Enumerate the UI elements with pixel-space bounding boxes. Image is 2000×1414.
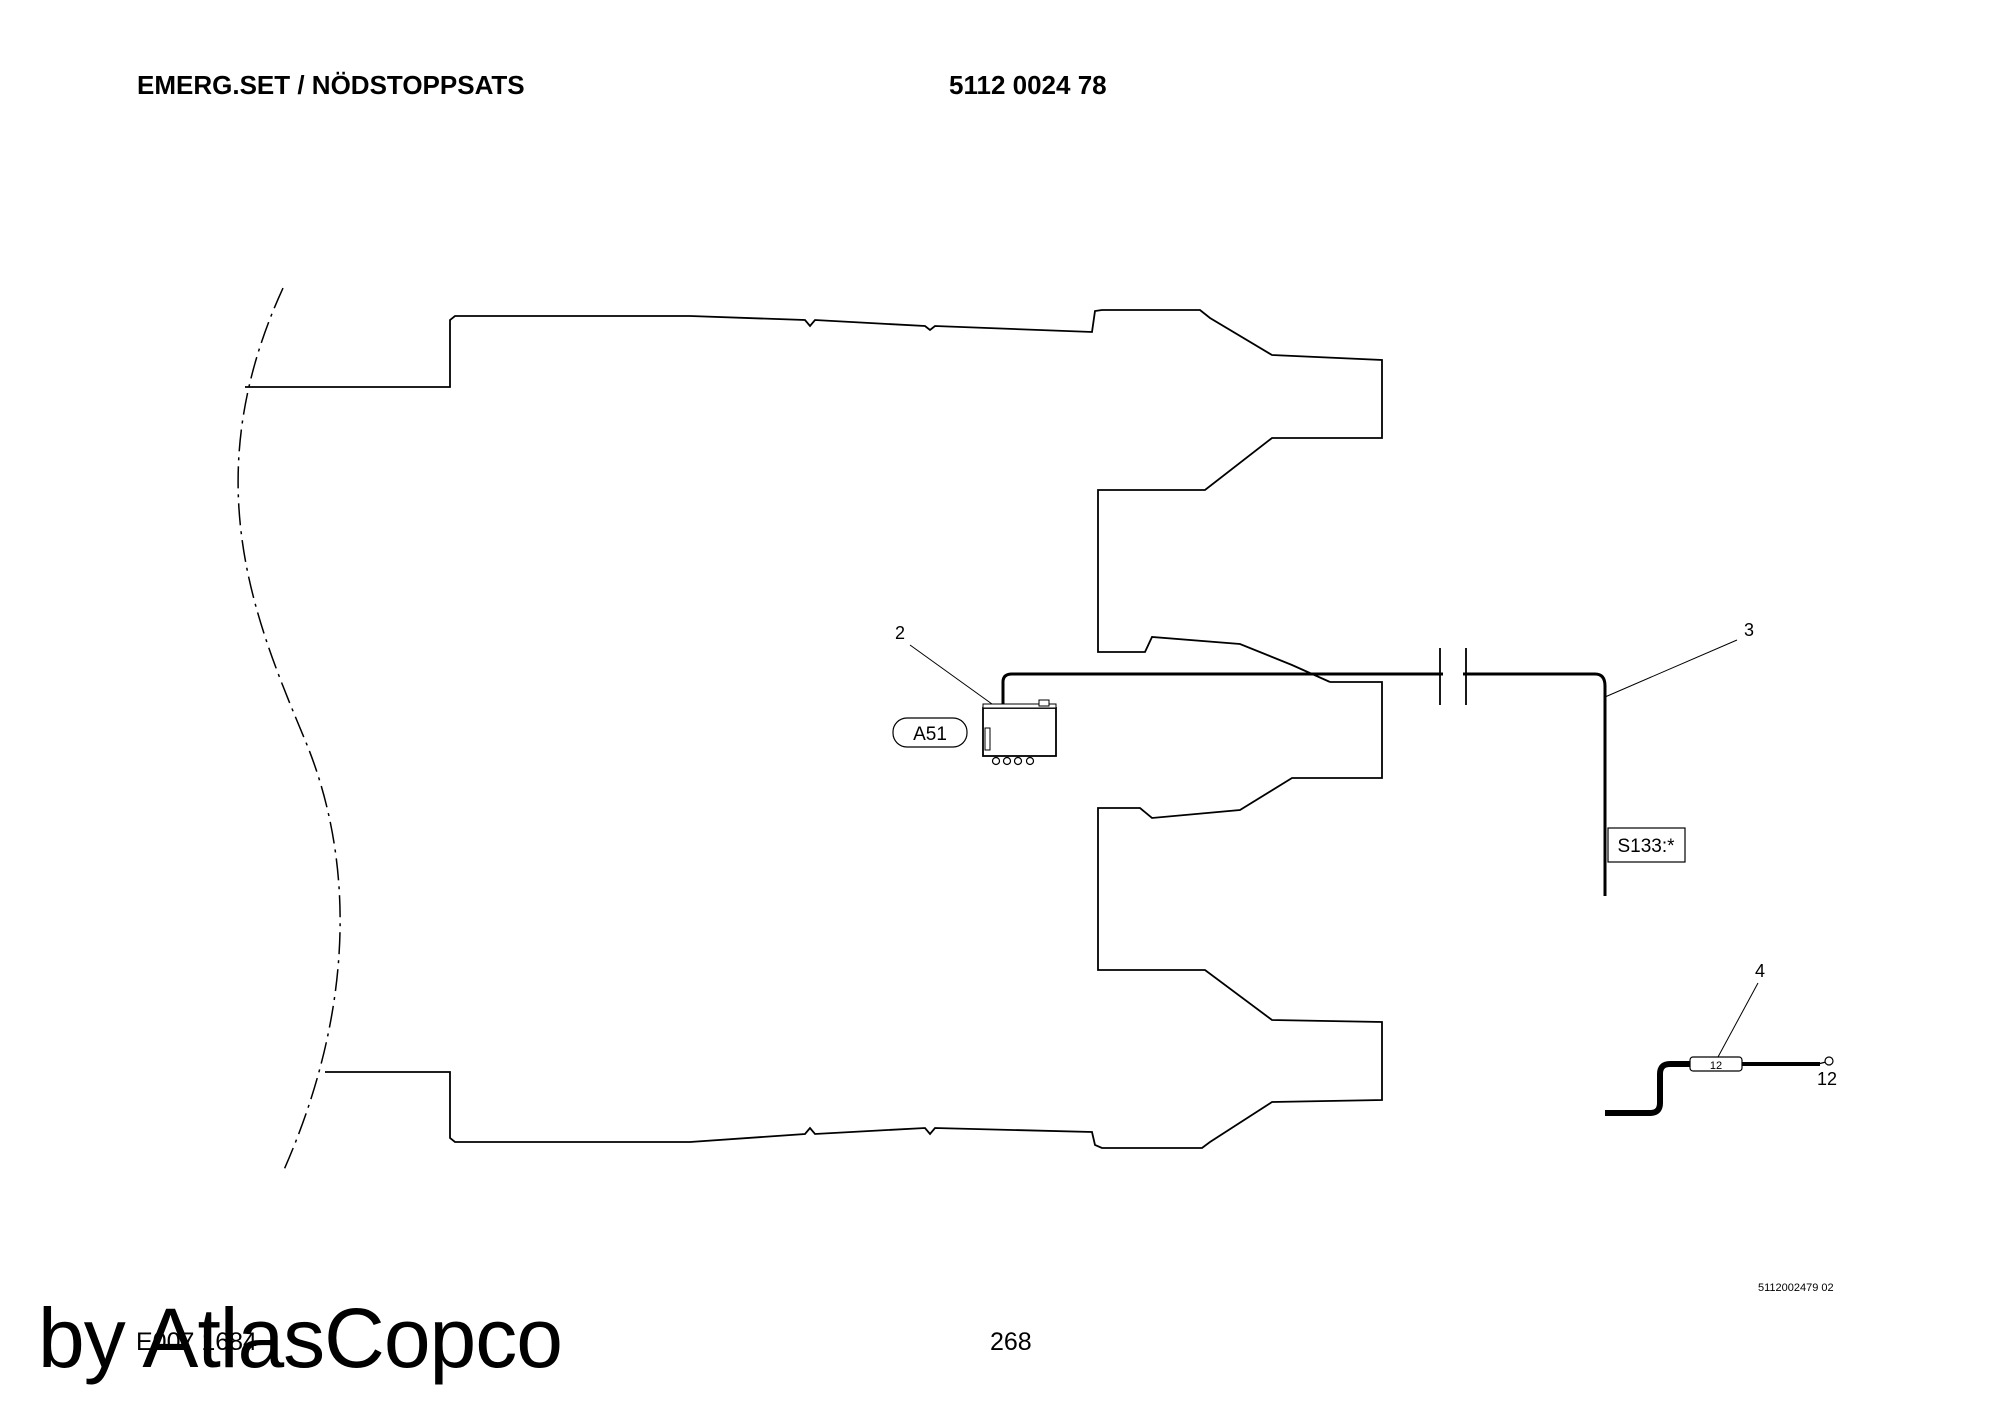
callout-number-2: 2 [895,623,905,643]
emergency-stop-cable [1001,672,1607,896]
cable-end-terminal [1824,1056,1834,1066]
callout-leader-3 [1604,639,1738,698]
cable-end-number: 12 [1817,1069,1837,1089]
reference-number: E007 1684 [136,1328,257,1356]
a51-tag-frame [892,717,968,748]
cable-marker-text: 12 [1710,1060,1722,1072]
machine-outline-upper [245,309,1383,683]
watermark: by AtlasCopco [38,1291,563,1385]
s133-tag-frame [1607,827,1686,863]
callout-number-4: 4 [1755,961,1765,981]
callout-number-3: 3 [1744,620,1754,640]
a51-controller-box [982,699,1057,766]
machine-outline-mid [325,681,1383,1149]
cable-marker-detail [1605,1061,1690,1116]
boundary-arc [237,287,341,1173]
a51-tag-label: A51 [913,724,947,745]
part-number: 5112 0024 78 [949,70,1107,100]
s133-tag-label: S133:* [1617,836,1675,857]
callout-leader-4 [1717,982,1759,1058]
drawing-title: EMERG.SET / NÖDSTOPPSATS [137,70,525,100]
drawing-code: 5112002479 02 [1758,1282,1834,1294]
page-number: 268 [990,1328,1032,1356]
cable-marker-sleeve [1689,1056,1743,1072]
callout-leader-2 [909,644,993,705]
